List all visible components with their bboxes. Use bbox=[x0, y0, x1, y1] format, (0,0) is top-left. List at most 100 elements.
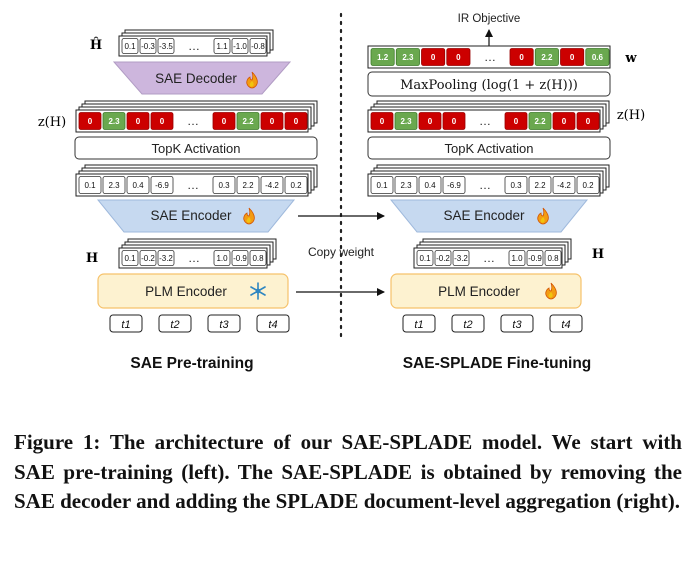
vector-cell bbox=[102, 176, 126, 194]
plm-encoder-box bbox=[97, 273, 289, 309]
fire-icon bbox=[243, 207, 255, 225]
vector-cell bbox=[260, 176, 284, 194]
sae-encoder-shape bbox=[389, 199, 589, 233]
vector-cell-value: 0 bbox=[294, 117, 299, 126]
vector-cell-value: 0 bbox=[270, 117, 275, 126]
maxpool-box bbox=[367, 71, 611, 97]
vector-cell bbox=[416, 250, 434, 266]
vector-cell bbox=[526, 250, 544, 266]
vector-cell-value: 2.2 bbox=[534, 117, 546, 126]
sae-decoder-shape bbox=[112, 61, 292, 95]
h-hat-vector: 0.1-0.3-3.5…1.1-1.0-0.8 bbox=[118, 29, 274, 57]
architecture-diagram: Ĥ 0.1-0.3-3.5…1.1-1.0-0.8 SAE Decoder z(… bbox=[38, 12, 645, 372]
vector-cell-value: 1.0 bbox=[511, 254, 523, 263]
vector-cell bbox=[585, 48, 610, 66]
ellipsis: … bbox=[187, 178, 199, 192]
vector-cell-value: 0 bbox=[88, 117, 93, 126]
token-label: t1 bbox=[414, 319, 423, 331]
vector-cell-value: 0 bbox=[586, 117, 591, 126]
vector-cell-value: 2.2 bbox=[242, 181, 254, 190]
sae-encoder-shape bbox=[96, 199, 296, 233]
vector-cell-value: 2.2 bbox=[541, 53, 553, 62]
vector-cell-value: -4.2 bbox=[557, 181, 571, 190]
token-box bbox=[158, 314, 192, 333]
vector-cell-value: -1.0 bbox=[233, 42, 247, 51]
token-box bbox=[451, 314, 485, 333]
token-box bbox=[500, 314, 534, 333]
token-box bbox=[549, 314, 583, 333]
vector-cell-value: 0 bbox=[562, 117, 567, 126]
vector-cell-value: 0 bbox=[570, 53, 575, 62]
ellipsis: … bbox=[484, 50, 496, 64]
vector-cell bbox=[509, 48, 534, 66]
vector-cell bbox=[421, 48, 446, 66]
vector-cell bbox=[157, 38, 175, 54]
vector-cell bbox=[139, 38, 157, 54]
vector-cell-value: 0.3 bbox=[510, 181, 522, 190]
vector-cell-value: -0.3 bbox=[141, 42, 155, 51]
token-label: t3 bbox=[219, 319, 229, 331]
vector-cell-value: 0 bbox=[222, 117, 227, 126]
plm-encoder-label: PLM Encoder bbox=[438, 284, 520, 299]
vector-cell bbox=[78, 112, 102, 130]
vector-cell bbox=[528, 112, 552, 130]
vector-cell bbox=[150, 176, 174, 194]
vector-cell-value: 0.2 bbox=[290, 181, 302, 190]
vector-cell-value: 0 bbox=[519, 53, 524, 62]
vector-cell bbox=[157, 250, 175, 266]
vector-cell-value: -0.2 bbox=[436, 254, 450, 263]
vector-cell-value: 0.2 bbox=[582, 181, 594, 190]
vector-cell-value: 1.2 bbox=[377, 53, 389, 62]
ir-objective-label: IR Objective bbox=[458, 13, 521, 25]
vector-cell bbox=[236, 176, 260, 194]
topk-box bbox=[74, 136, 318, 160]
vector-cell bbox=[576, 112, 600, 130]
vector-cell-value: 0.4 bbox=[424, 181, 436, 190]
vector-cell-value: -4.2 bbox=[265, 181, 279, 190]
vector-cell bbox=[231, 38, 249, 54]
vector-cell bbox=[395, 48, 420, 66]
copy-weight-label: Copy weight bbox=[308, 245, 375, 259]
vector-cell bbox=[370, 176, 394, 194]
vector-cell bbox=[434, 250, 452, 266]
vector-cell bbox=[102, 112, 126, 130]
vector-cell bbox=[418, 112, 442, 130]
figure-caption: Figure 1: The architecture of our SAE-SP… bbox=[14, 430, 682, 513]
vector-cell bbox=[284, 176, 308, 194]
vector-cell bbox=[121, 250, 139, 266]
ellipsis: … bbox=[188, 39, 200, 53]
token-label: t4 bbox=[268, 319, 277, 331]
vector-cell-value: 2.3 bbox=[400, 181, 412, 190]
fire-icon bbox=[537, 207, 549, 225]
vector-cell-value: 2.3 bbox=[108, 181, 120, 190]
vector-cell-value: -3.5 bbox=[159, 42, 173, 51]
ellipsis: … bbox=[479, 178, 491, 192]
zh-label: z(H) bbox=[617, 108, 645, 123]
topk-box bbox=[367, 136, 611, 160]
vector-cell-value: -6.9 bbox=[447, 181, 461, 190]
token-box bbox=[109, 314, 143, 333]
sae-encoder-label: SAE Encoder bbox=[443, 208, 525, 223]
vector-cell bbox=[452, 250, 470, 266]
vector-cell-value: 0 bbox=[431, 53, 436, 62]
w-label: w bbox=[624, 51, 637, 66]
vector-cell bbox=[212, 176, 236, 194]
vector-cell-value: 0.1 bbox=[124, 42, 136, 51]
vector-cell-value: -3.2 bbox=[454, 254, 468, 263]
vector-cell-value: 2.3 bbox=[400, 117, 412, 126]
vector-cell-value: 0 bbox=[456, 53, 461, 62]
token-label: t2 bbox=[463, 319, 472, 331]
vector-cell-value: 0.1 bbox=[419, 254, 431, 263]
vector-cell bbox=[560, 48, 585, 66]
vector-cell-value: 0 bbox=[160, 117, 165, 126]
token-box bbox=[402, 314, 436, 333]
vector-cell bbox=[418, 176, 442, 194]
vector-cell bbox=[284, 112, 308, 130]
